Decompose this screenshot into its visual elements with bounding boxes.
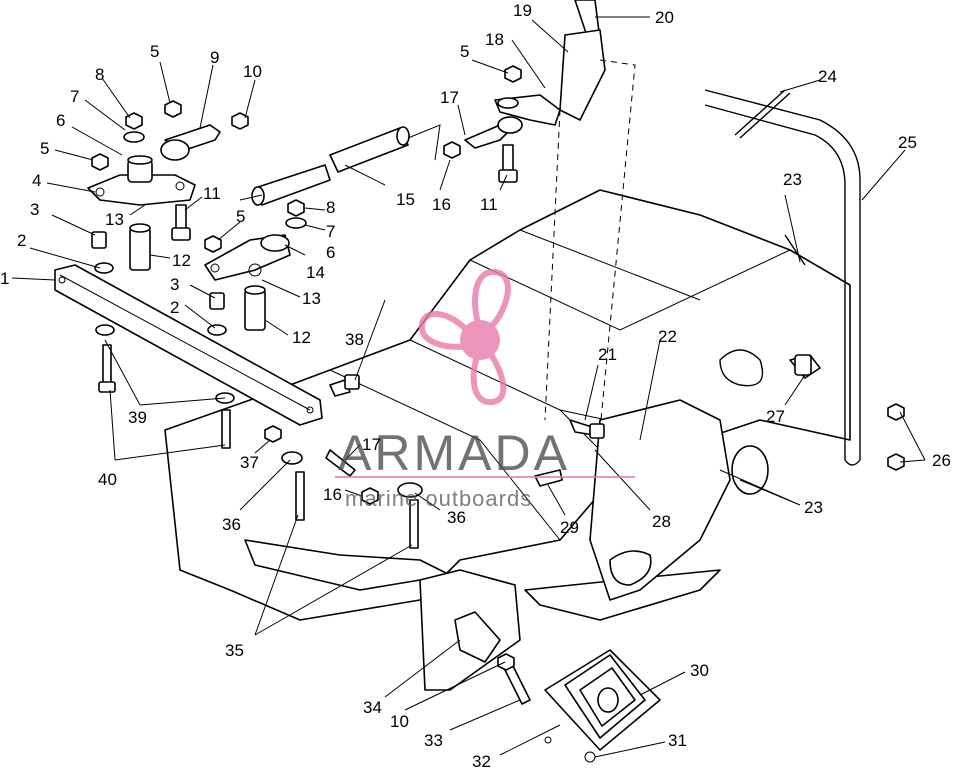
callout-11b: 11 (480, 195, 498, 214)
watermark-tagline: marine outboards (345, 486, 532, 511)
callout-23: 23 (783, 170, 802, 189)
callout-16: 16 (432, 195, 451, 214)
rod-ends (160, 94, 561, 161)
callout-6b: 6 (326, 243, 335, 262)
callout-10b: 10 (390, 712, 409, 731)
callout-3b: 3 (170, 275, 179, 294)
propeller-hub (460, 320, 500, 360)
armada-logo-icon (418, 268, 511, 405)
callout-11: 11 (203, 184, 221, 203)
callout-29: 29 (560, 518, 579, 537)
washers (94, 131, 423, 498)
callout-2: 2 (17, 231, 26, 250)
callout-3: 3 (30, 200, 39, 219)
callout-5d: 5 (460, 42, 469, 61)
callout-36: 36 (222, 515, 241, 534)
callout-17b: 17 (362, 435, 381, 454)
callout-21: 21 (598, 345, 617, 364)
pins (734, 89, 806, 266)
callout-9: 9 (210, 48, 219, 67)
callout-5: 5 (40, 139, 49, 158)
callout-37: 37 (240, 453, 259, 472)
callout-15: 15 (396, 190, 415, 209)
callout-10: 10 (243, 62, 262, 81)
callout-22: 22 (658, 327, 677, 346)
callout-7b: 7 (326, 222, 335, 241)
callout-2b: 2 (170, 298, 179, 317)
propeller-blade-left (418, 311, 473, 350)
callout-12b: 12 (292, 328, 311, 347)
callout-5c: 5 (236, 207, 245, 226)
callout-25: 25 (898, 133, 917, 152)
propeller-blade-top (472, 268, 511, 331)
propeller-blade-right (470, 348, 507, 405)
tie-rod (54, 264, 323, 426)
callout-20: 20 (655, 8, 674, 27)
steering-shaft (544, 0, 636, 431)
watermark-underline (335, 476, 635, 478)
callout-33: 33 (424, 731, 443, 750)
callout-14: 14 (306, 263, 325, 282)
callout-4: 4 (32, 171, 41, 190)
callout-39: 39 (128, 408, 147, 427)
callout-32: 32 (472, 752, 491, 771)
callout-24: 24 (818, 67, 837, 86)
callout-28: 28 (652, 512, 671, 531)
callout-26: 26 (932, 451, 951, 470)
callout-38: 38 (345, 330, 364, 349)
spacer-tubes (129, 223, 266, 331)
callout-40: 40 (98, 470, 117, 489)
steering-arm-right (204, 234, 291, 281)
callout-31: 31 (668, 731, 687, 750)
callout-5b: 5 (150, 42, 159, 61)
callout-labels: 1 2 3 4 5 6 7 8 5 9 10 11 13 12 5 8 7 6 … (0, 1, 951, 771)
callout-8b: 8 (326, 198, 335, 217)
callout-8: 8 (95, 65, 104, 84)
handle-bar (704, 89, 861, 466)
callout-30: 30 (690, 661, 709, 680)
chassis-frame (164, 189, 851, 621)
callout-13b: 13 (302, 289, 321, 308)
callout-19: 19 (513, 1, 532, 20)
callout-12: 12 (172, 251, 191, 270)
callout-1: 1 (0, 269, 9, 288)
watermark-brand: ARMADA (338, 425, 570, 481)
callout-7: 7 (70, 87, 79, 106)
callout-16b: 16 (323, 485, 342, 504)
callout-36b: 36 (447, 508, 466, 527)
callout-23b: 23 (804, 498, 823, 517)
callout-17: 17 (440, 88, 459, 107)
callout-6: 6 (56, 111, 65, 130)
leader-lines (11, 16, 926, 758)
nuts (91, 65, 905, 505)
steering-arm-left (87, 155, 196, 206)
callout-34: 34 (363, 698, 382, 717)
callout-35: 35 (225, 641, 244, 660)
callout-13: 13 (105, 210, 124, 229)
callout-27: 27 (766, 407, 785, 426)
callout-18: 18 (485, 30, 504, 49)
boot-assembly (544, 649, 661, 763)
front-plate (419, 569, 521, 691)
shaft-tube (239, 124, 441, 206)
